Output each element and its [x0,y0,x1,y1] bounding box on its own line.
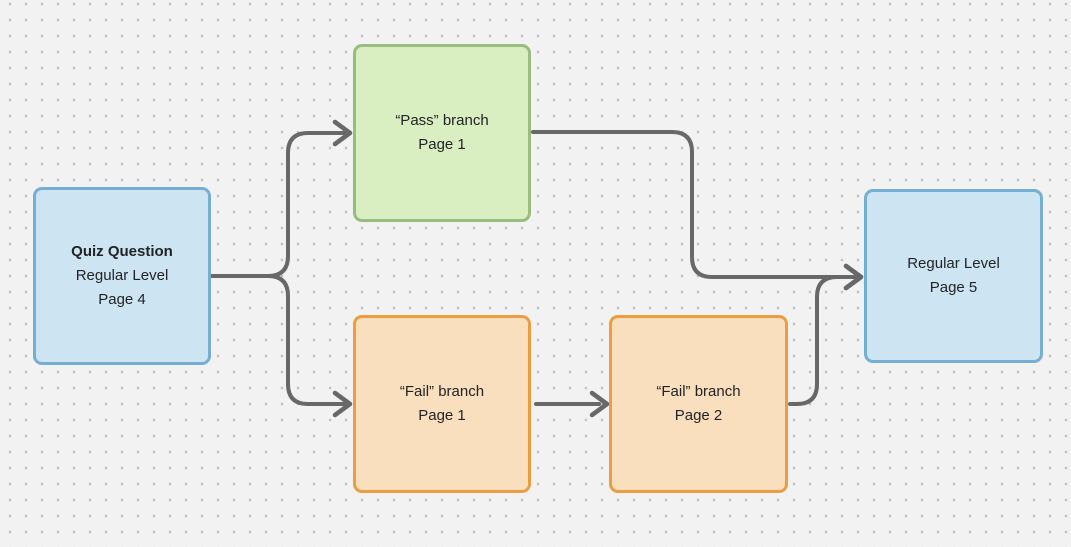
connector-quiz-to-pass[interactable] [209,131,346,278]
arrowhead-icon [843,263,864,291]
node-page-label: Page 5 [929,279,978,296]
node-page-label: Page 4 [98,291,146,308]
connector-fail2-to-regular5[interactable] [788,275,857,406]
node-title: Regular Level [907,255,1000,272]
node-fail-branch-page-2[interactable]: “Fail” branch Page 2 [609,315,788,493]
node-page-label: Page 2 [674,407,723,424]
node-pass-branch-page-1[interactable]: “Pass” branch Page 1 [353,44,531,222]
node-regular-level-page-5[interactable]: Regular Level Page 5 [864,189,1043,363]
connector-quiz-to-fail1[interactable] [209,274,346,406]
node-subtitle: Regular Level [75,267,169,284]
arrowhead-icon [332,119,353,147]
node-title: “Pass” branch [395,112,489,129]
node-title: “Fail” branch [399,383,485,400]
node-page-label: Page 1 [418,136,466,153]
node-title: Quiz Question [71,243,173,260]
node-quiz-question[interactable]: Quiz Question Regular Level Page 4 [33,187,211,365]
node-title: “Fail” branch [656,383,741,400]
node-page-label: Page 1 [418,407,466,424]
arrowhead-icon [589,390,610,418]
node-fail-branch-page-1[interactable]: “Fail” branch Page 1 [353,315,531,493]
connector-pass-to-regular5[interactable] [531,130,857,279]
arrowhead-icon [332,390,353,418]
